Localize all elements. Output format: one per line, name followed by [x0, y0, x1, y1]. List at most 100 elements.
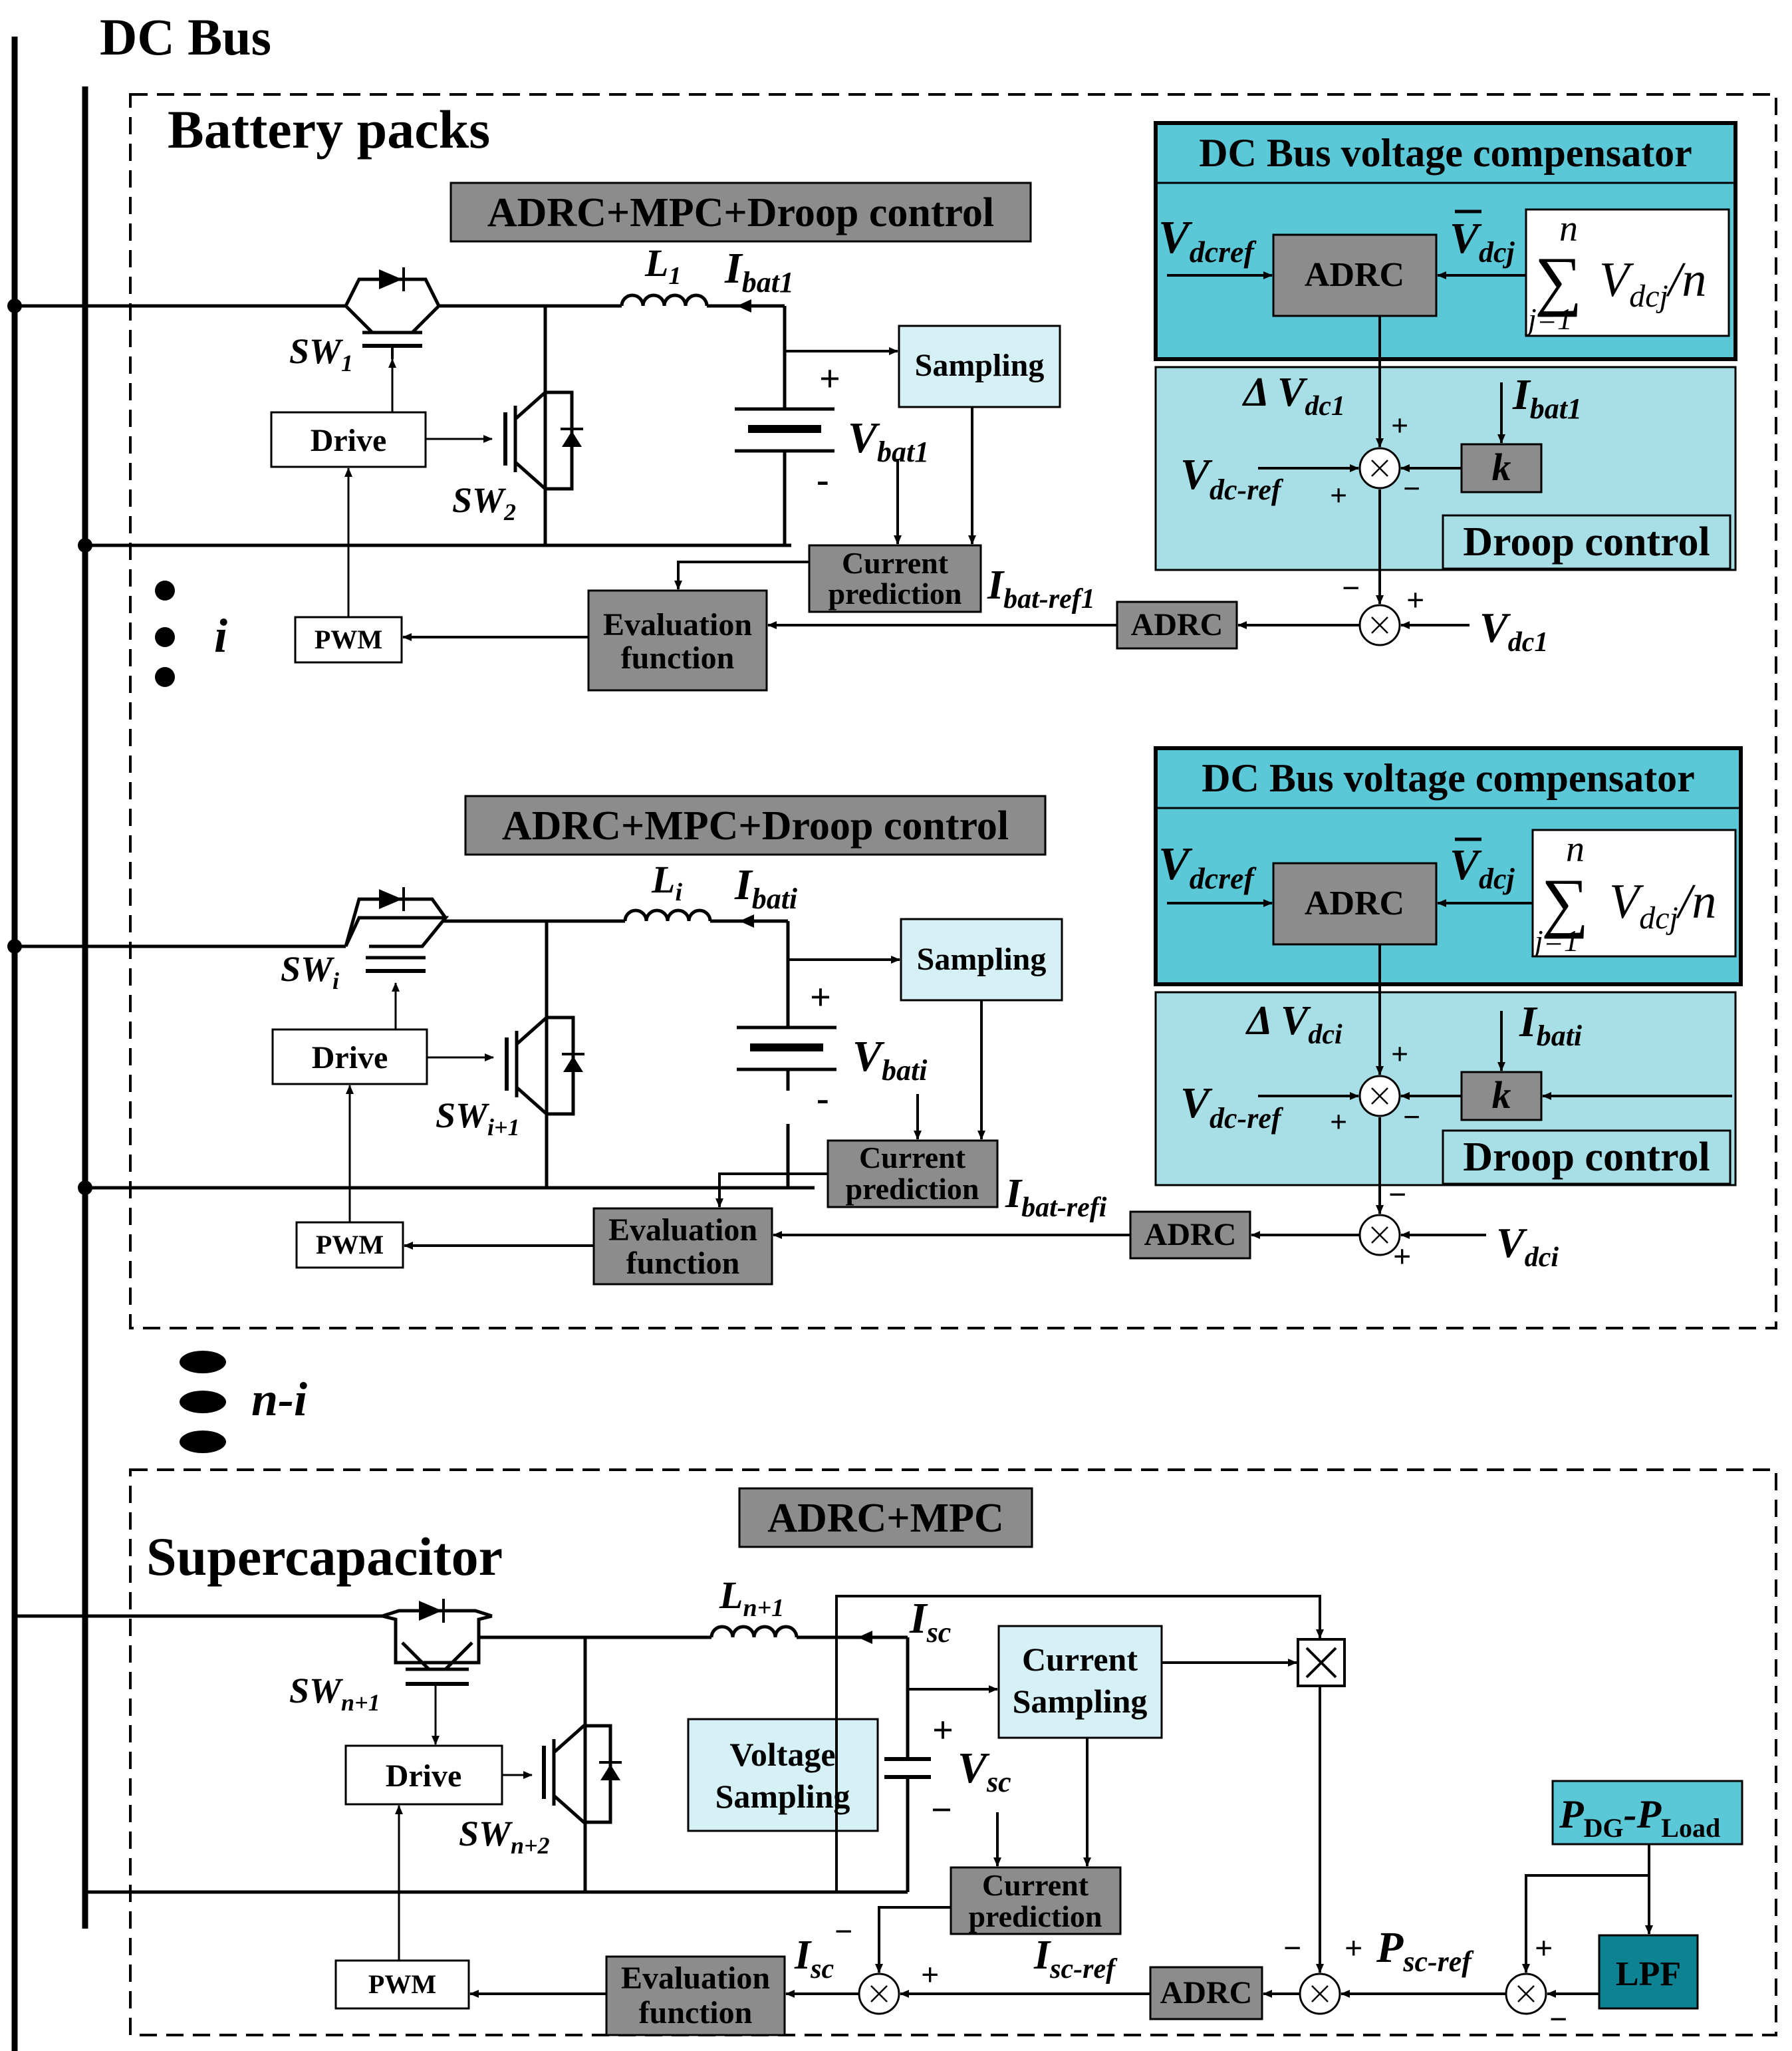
unit1-inductor-label: L1 — [644, 241, 681, 290]
supercap-inductor — [709, 1625, 799, 1638]
unit1-droop-title-box — [1442, 514, 1731, 570]
unit1-prediction-label-2: prediction — [828, 577, 961, 611]
supercap-capacitor-icon — [884, 1757, 931, 1779]
unit2-vdc-ref-label: Vdc-ref — [1180, 1079, 1284, 1135]
sigma-symbol: ∑ — [1541, 865, 1589, 939]
plus-sign: + — [1391, 408, 1408, 442]
unit2-sum-term: Vdcj/n — [1609, 875, 1716, 936]
supercap-sum-node-power — [1299, 1973, 1341, 2015]
unit2-drive-box — [271, 1028, 428, 1085]
unit2-compensator-title: DC Bus voltage compensator — [1202, 756, 1695, 800]
supercapacitor-unit: Supercapacitor ADRC+MPC SWn+1 Ln+1 Isc — [15, 1487, 1743, 2037]
unit2-droop-current-label: Ibati — [1519, 998, 1583, 1052]
plus-sign: + — [1391, 1037, 1408, 1071]
bus-node — [7, 939, 22, 954]
battery-unit-i: ADRC+MPC+Droop control SWi Li Ibati — [7, 746, 1743, 1286]
supercap-voltage-sampling-label-2: Sampling — [715, 1778, 850, 1815]
unit1-sum-term: Vdcj/n — [1599, 253, 1706, 314]
unit1-battery-icon — [735, 407, 834, 453]
supercap-current-label: Isc — [909, 1594, 951, 1649]
unit1-k-label: k — [1492, 446, 1511, 489]
unit1-average-formula-box — [1525, 208, 1730, 337]
supercap-eval-label-2: function — [639, 1995, 753, 2030]
unit2-vdcj-label: Vdcj — [1450, 841, 1515, 895]
unit2-pwm-box — [295, 1221, 404, 1269]
minus-sign: − — [834, 1914, 852, 1949]
ellipsis-index-label: i — [214, 609, 227, 662]
unit1-sampling-label: Sampling — [915, 348, 1045, 383]
page-title: DC Bus — [100, 8, 271, 66]
ellipsis-dot — [180, 1351, 226, 1373]
unit1-drive-label: Drive — [311, 423, 387, 458]
unit2-vdc-label: Vdci — [1496, 1219, 1559, 1273]
unit2-iref-label: Ibat-refi — [1005, 1171, 1107, 1223]
unit1-sampling-box — [898, 325, 1061, 408]
unit1-vdcj-label: Vdcj — [1450, 214, 1515, 269]
unit2-sum-lower: j=1 — [1531, 924, 1579, 958]
supercap-adrc-box — [1149, 1966, 1263, 2020]
supercap-prediction-label: Current — [982, 1868, 1089, 1902]
unit2-swi1-label: SWi+1 — [436, 1095, 520, 1141]
unit1-current-label: Ibat1 — [724, 244, 794, 299]
supercap-sum-node-current — [858, 1973, 900, 2015]
battery-unit-1: ADRC+MPC+Droop control SW1 L1 Ibat1 — [7, 121, 1737, 692]
unit2-inductor — [623, 908, 712, 922]
unit2-inductor-label: Li — [651, 858, 682, 906]
unit2-eval-label-2: function — [626, 1246, 740, 1281]
unit1-eval-label: Evaluation — [603, 607, 752, 642]
battery-section-frame — [129, 93, 1777, 1329]
minus-sign: − — [1342, 571, 1360, 606]
minus-sign: − — [931, 1790, 952, 1831]
supercap-current-prediction-box — [950, 1866, 1122, 1935]
battery-section-label: Battery packs — [168, 99, 490, 160]
minus-sign: − — [1549, 2002, 1567, 2037]
between-units-label: n-i — [251, 1373, 307, 1426]
plus-sign: + — [932, 1710, 954, 1751]
unit1-k-box — [1460, 443, 1543, 493]
unit2-current-label: Ibati — [734, 861, 798, 915]
unit1-vdc-label: Vdc1 — [1479, 604, 1548, 658]
unit1-control-title-box — [449, 182, 1032, 243]
multiply-icon — [1305, 1647, 1337, 1679]
supercap-current-sampling-label: Current — [1022, 1641, 1138, 1678]
plus-sign: + — [1330, 1105, 1347, 1139]
unit2-adrc-label: ADRC — [1144, 1217, 1237, 1252]
unit1-droop-title: Droop control — [1463, 519, 1710, 565]
unit1-pwm-label: PWM — [315, 624, 382, 654]
supercap-voltage-label: Vsc — [958, 1744, 1011, 1798]
supercap-evaluation-box — [605, 1955, 786, 2036]
supercap-voltage-sampling-box — [687, 1718, 879, 1832]
plus-sign: + — [1406, 583, 1424, 618]
ellipsis-dot — [155, 627, 175, 647]
unit2-pwm-label: PWM — [316, 1230, 384, 1260]
supercap-power-difference-box — [1551, 1780, 1743, 1846]
unit1-current-prediction-box — [808, 544, 982, 613]
supercap-switch-sw-n1 — [382, 1599, 493, 1686]
supercap-section-label: Supercapacitor — [146, 1526, 503, 1587]
unit2-sum-upper: n — [1566, 829, 1585, 870]
sigma-symbol: ∑ — [1535, 243, 1582, 317]
plus-sign: + — [1535, 1931, 1553, 1966]
minus-sign: - — [817, 1078, 829, 1119]
unit2-switch-swi1 — [505, 1016, 584, 1116]
minus-sign: − — [1283, 1931, 1301, 1966]
unit2-sum-node-droop — [1358, 1075, 1401, 1117]
supercap-drive-label: Drive — [386, 1758, 462, 1794]
supercap-control-title-box — [738, 1487, 1033, 1548]
ellipsis-dot — [180, 1391, 226, 1413]
unit1-vdcref-label: Vdcref — [1158, 212, 1257, 269]
unit2-vdcref-label: Vdcref — [1158, 839, 1257, 895]
unit2-comp-adrc-box — [1272, 862, 1438, 946]
minus-sign: - — [817, 460, 829, 501]
unit2-current-prediction-box — [827, 1139, 999, 1208]
unit2-control-title-box — [464, 795, 1047, 856]
supercap-current-sampling-box — [997, 1625, 1163, 1739]
supercap-lpf-box — [1598, 1934, 1699, 2010]
supercap-inductor-label: Ln+1 — [719, 1573, 784, 1622]
supercap-control-title: ADRC+MPC — [767, 1496, 1004, 1541]
unit1-sum-upper: n — [1559, 208, 1578, 249]
unit1-adrc-box — [1116, 601, 1238, 650]
unit2-sampling-box — [900, 918, 1063, 1002]
supercap-drive-box — [344, 1744, 503, 1806]
